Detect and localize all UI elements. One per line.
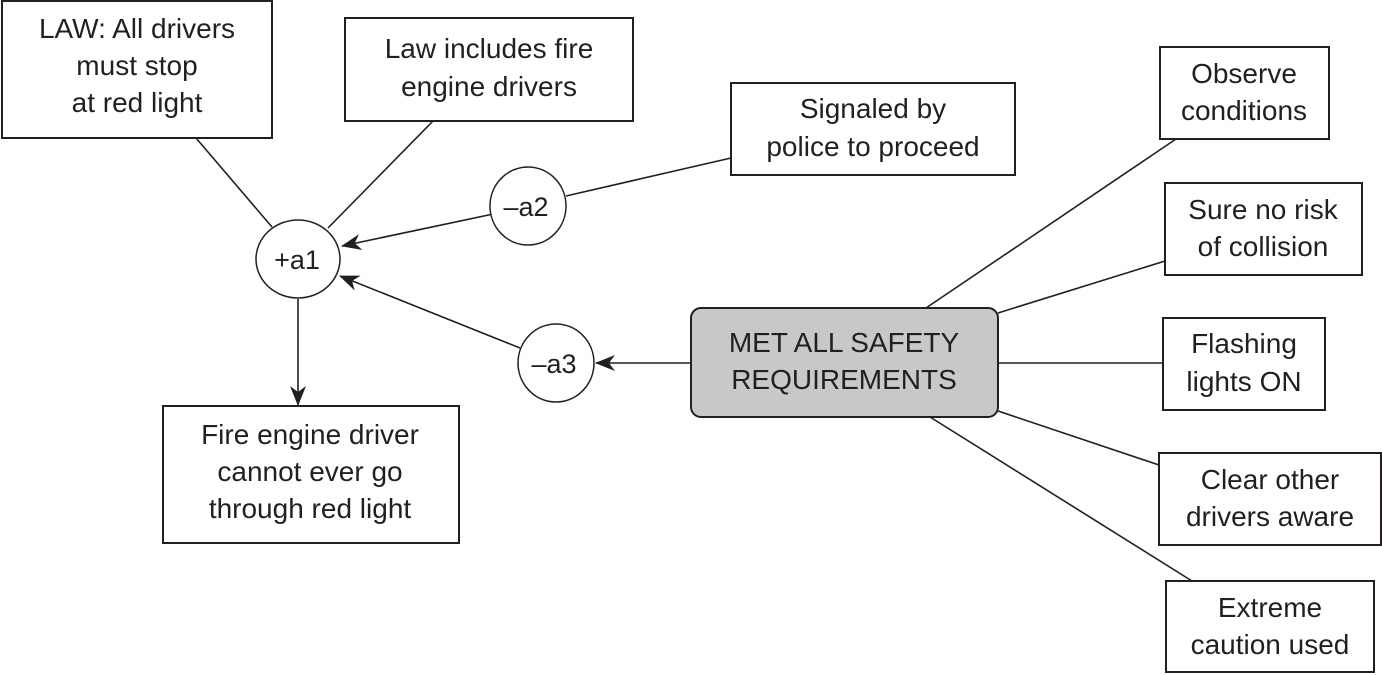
premise-signaled-line-1: Signaled by xyxy=(800,93,946,124)
argument-a3-label: –a3 xyxy=(531,349,576,379)
edge-sure-to-hub xyxy=(997,260,1166,314)
requirement-box-sure: Sure no risk of collision xyxy=(1164,182,1363,276)
premise-law-includes-box: Law includes fire engine drivers xyxy=(344,17,634,122)
conclusion-line-3: through red light xyxy=(209,493,412,524)
argument-node-a3: –a3 xyxy=(517,323,595,403)
requirement-box-clear: Clear other drivers aware xyxy=(1158,452,1382,546)
premise-law-includes-line-2: engine drivers xyxy=(401,71,577,102)
premise-law-box: LAW: All drivers must stop at red light xyxy=(1,0,273,139)
premise-law-includes-line-1: Law includes fire xyxy=(385,33,594,64)
edge-a3-to-a1 xyxy=(339,275,521,349)
edge-signaled-to-a2 xyxy=(565,157,732,197)
edge-extreme-to-hub xyxy=(929,416,1193,582)
edge-law-to-a1 xyxy=(195,137,273,228)
safety-requirements-hub: MET ALL SAFETY REQUIREMENTS xyxy=(690,307,999,418)
hub-line-1: MET ALL SAFETY xyxy=(729,327,960,358)
argument-a1-label: +a1 xyxy=(274,245,320,275)
requirement-3-line-2: lights ON xyxy=(1186,366,1301,397)
edges xyxy=(195,120,1193,582)
requirement-box-extreme: Extreme caution used xyxy=(1165,580,1375,673)
argument-node-a2: –a2 xyxy=(489,166,567,246)
requirement-box-observe: Observe conditions xyxy=(1159,46,1330,140)
requirement-2-line-1: Sure no risk xyxy=(1188,194,1338,225)
premise-signaled-box: Signaled by police to proceed xyxy=(730,82,1016,176)
requirement-3-line-1: Flashing xyxy=(1191,328,1297,359)
premise-law-line-2: must stop xyxy=(76,50,197,81)
requirement-box-flashing: Flashing lights ON xyxy=(1162,317,1326,411)
requirement-5-line-2: caution used xyxy=(1191,629,1350,660)
requirement-1-line-1: Observe xyxy=(1191,58,1297,89)
hub-line-2: REQUIREMENTS xyxy=(731,364,957,395)
requirement-4-line-2: drivers aware xyxy=(1186,501,1354,532)
argument-a2-label: –a2 xyxy=(503,192,548,222)
requirement-1-line-2: conditions xyxy=(1181,95,1307,126)
premise-signaled-line-2: police to proceed xyxy=(766,131,979,162)
argument-node-a1: +a1 xyxy=(255,219,341,299)
edge-law-includes-to-a1 xyxy=(327,120,434,229)
conclusion-line-1: Fire engine driver xyxy=(201,419,419,450)
premise-law-line-1: LAW: All drivers xyxy=(39,13,235,44)
requirement-2-line-2: of collision xyxy=(1198,231,1329,262)
edge-a2-to-a1 xyxy=(341,212,499,250)
conclusion-box: Fire engine driver cannot ever go throug… xyxy=(162,405,460,544)
premise-law-line-3: at red light xyxy=(72,87,203,118)
conclusion-line-2: cannot ever go xyxy=(217,456,402,487)
edge-observe-to-hub xyxy=(925,138,1177,309)
requirement-5-line-1: Extreme xyxy=(1218,592,1322,623)
requirement-4-line-1: Clear other xyxy=(1201,464,1340,495)
edge-clear-to-hub xyxy=(997,410,1160,466)
